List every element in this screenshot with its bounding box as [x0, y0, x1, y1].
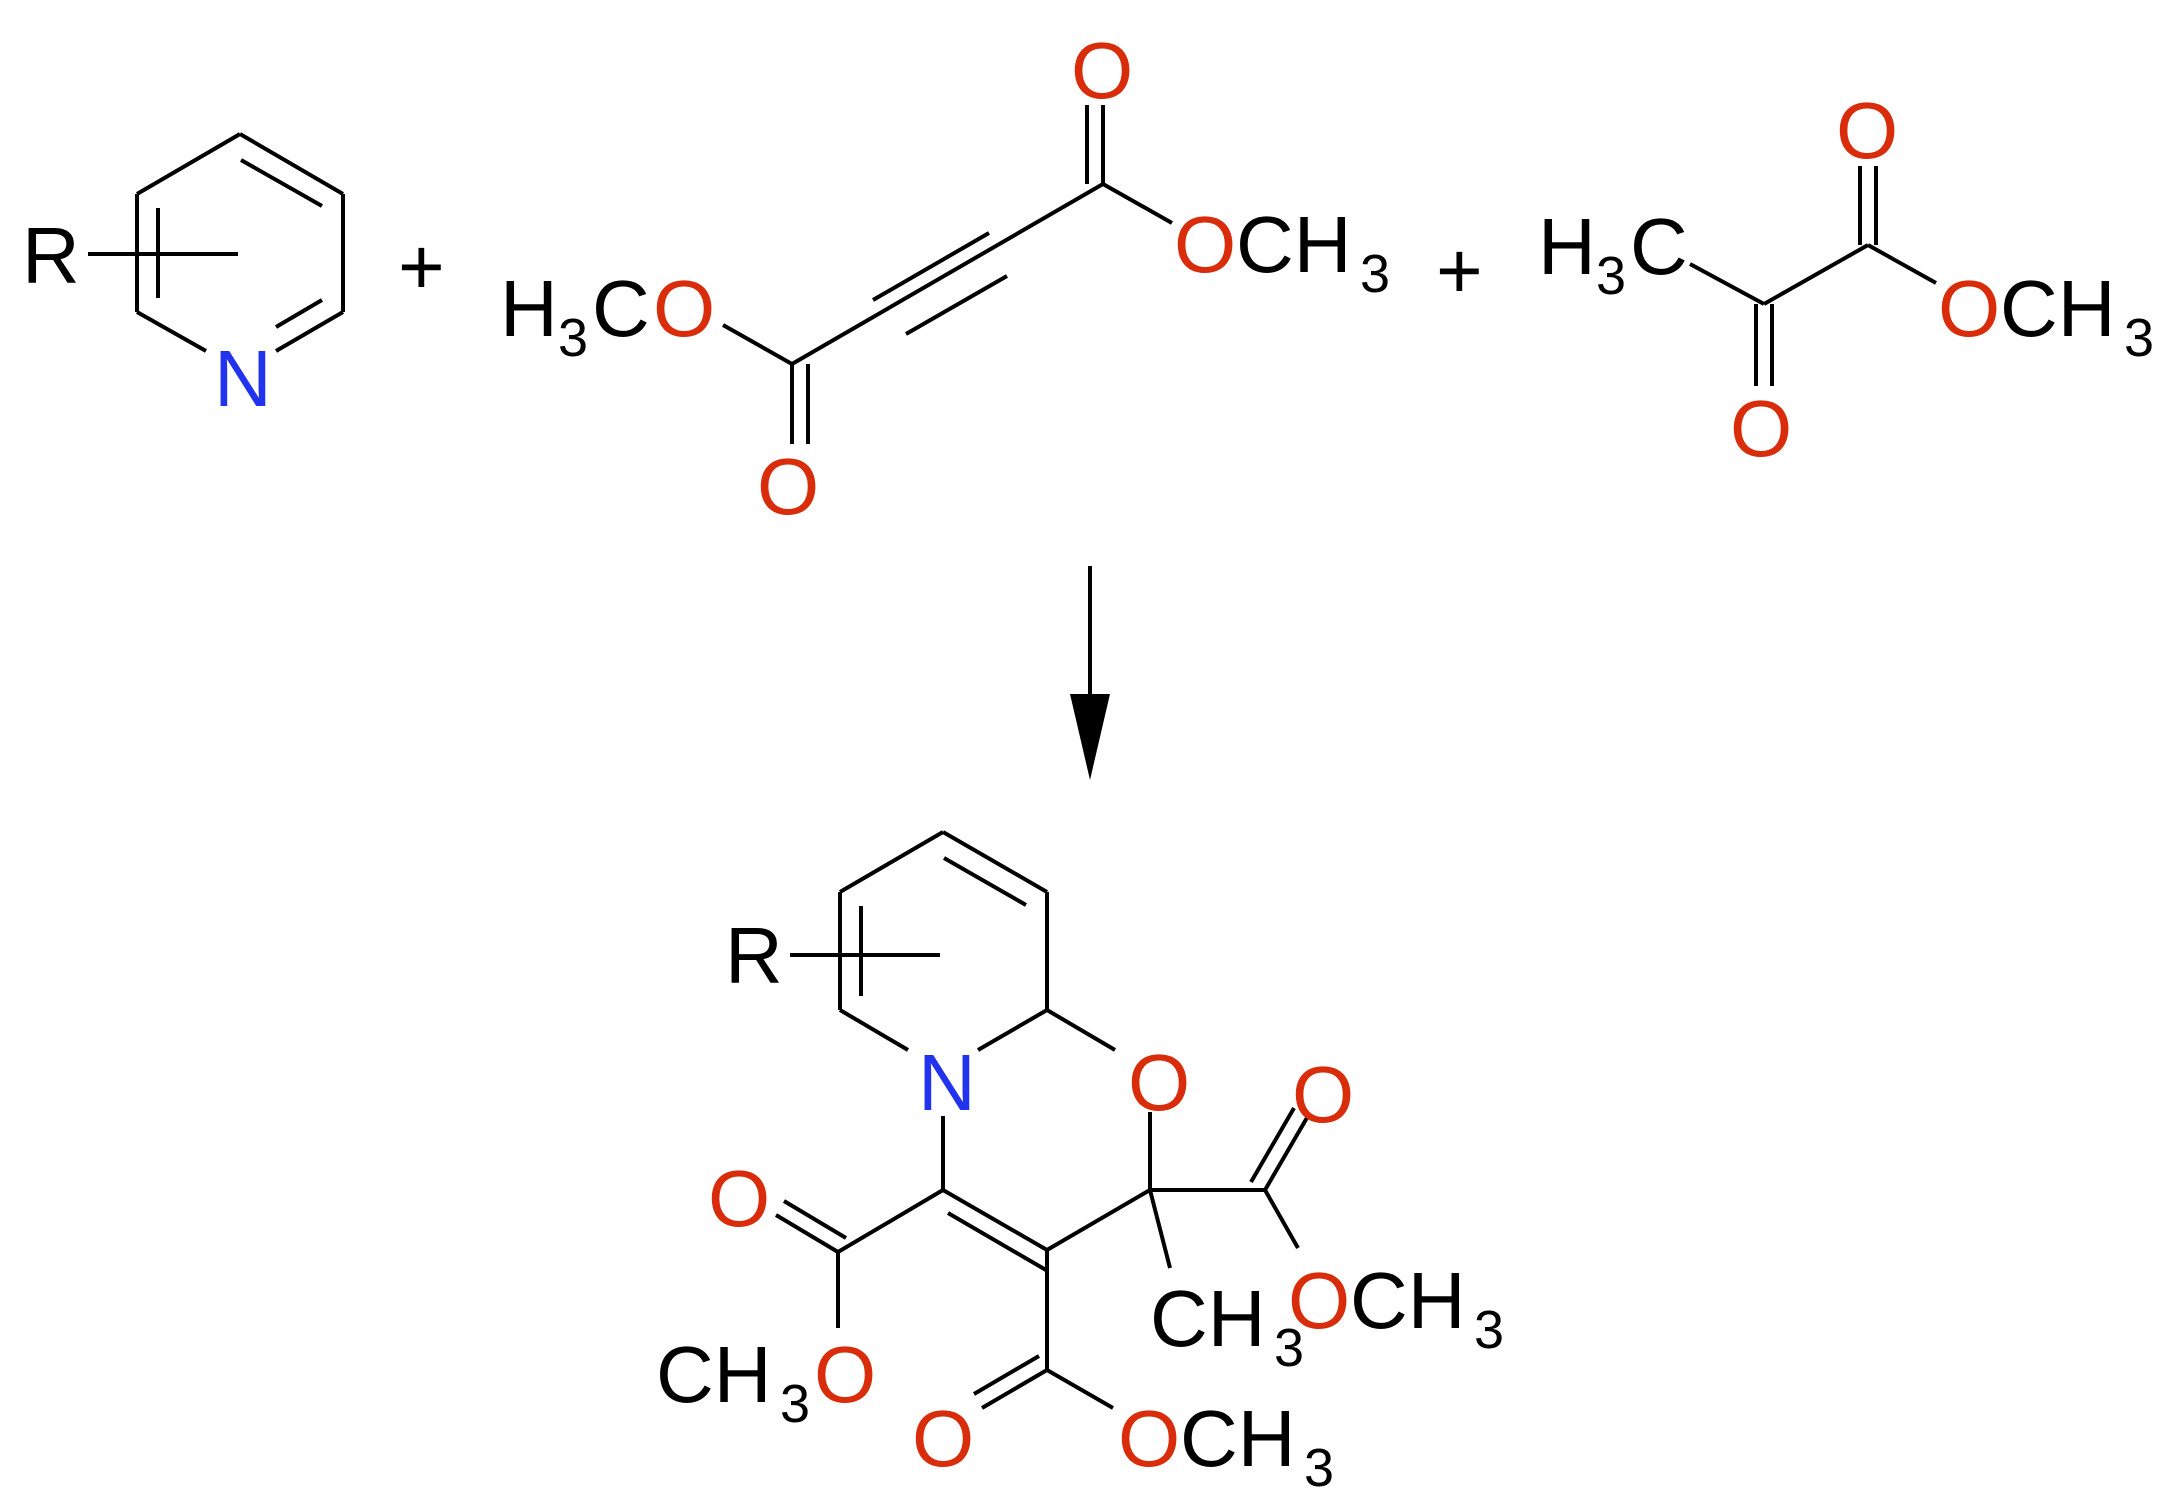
product-c3-methoxy: O CH 3 — [1118, 1394, 1334, 1498]
product-c3-carbonyl-o: O — [912, 1394, 974, 1483]
dmad-top-carbonyl-o: O — [1071, 26, 1133, 115]
product-c4-methyl-sub: 3 — [780, 1374, 810, 1434]
pyruvate-bonds — [1689, 166, 1937, 386]
pyruvate-methoxy-sub: 3 — [2124, 308, 2154, 368]
product-c2-methyl: CH 3 — [1150, 1274, 1304, 1378]
product-c2-ester-methyl: CH — [1350, 1256, 1466, 1345]
pyridine-reactant: R N — [22, 132, 345, 423]
dmad-bottom-h-sub: 3 — [558, 308, 588, 368]
dmad-top-ester-o: O — [1174, 200, 1236, 289]
plus-sign-1: + — [398, 222, 445, 311]
product-c4-carbonyl-o: O — [708, 1154, 770, 1243]
product-nitrogen: N — [918, 1038, 976, 1127]
dmad-reactant: O O CH 3 H 3 C O O — [500, 26, 1390, 531]
plus-sign-2: + — [1436, 226, 1483, 315]
pyruvate-ester-o: O — [1938, 264, 2000, 353]
dmad-bottom-ester-o: O — [653, 264, 715, 353]
product-c2-methyl-sub: 3 — [1274, 1318, 1304, 1378]
dmad-bottom-methoxy: H 3 C O — [500, 264, 715, 368]
dmad-bonds — [722, 105, 1173, 444]
pyridine-bonds — [88, 132, 345, 353]
product: R N O O O CH 3 CH 3 O CH 3 O O O CH 3 — [656, 830, 1504, 1498]
product-c2-methoxy: O CH 3 — [1288, 1256, 1504, 1360]
product-c4-ester-o: O — [814, 1330, 876, 1419]
pyruvate-methoxy: O CH 3 — [1938, 264, 2154, 368]
product-c3-ester-methyl-sub: 3 — [1304, 1438, 1334, 1498]
methyl-pyruvate-reactant: H 3 C O O O CH 3 — [1538, 86, 2154, 473]
pyruvate-ester-carbonyl-o: O — [1836, 86, 1898, 175]
pyridine-nitrogen-label: N — [214, 334, 272, 423]
dmad-bottom-c: C — [592, 264, 650, 353]
dmad-top-methoxy: O CH 3 — [1174, 200, 1390, 304]
product-ring-oxygen: O — [1128, 1038, 1190, 1127]
product-bonds — [774, 830, 1310, 1410]
pyruvate-methyl: H 3 C — [1538, 202, 1688, 306]
pyruvate-h-sub: 3 — [1596, 246, 1626, 306]
product-c2-methyl-ch: CH — [1150, 1274, 1266, 1363]
pyruvate-ketone-o: O — [1730, 384, 1792, 473]
reaction-arrow — [1070, 566, 1110, 780]
product-c4-methoxy: CH 3 O — [656, 1330, 876, 1434]
r-group-label: R — [22, 211, 80, 300]
product-c3-ester-methyl: CH — [1180, 1394, 1296, 1483]
dmad-bottom-carbonyl-o: O — [757, 442, 819, 531]
pyruvate-methoxy-methyl: CH — [2000, 264, 2116, 353]
product-c2-carbonyl-o: O — [1292, 1050, 1354, 1139]
dmad-top-methyl: CH — [1236, 200, 1352, 289]
product-c2-ester-methyl-sub: 3 — [1474, 1300, 1504, 1360]
product-c4-methyl: CH — [656, 1330, 772, 1419]
pyruvate-h: H — [1538, 202, 1596, 291]
dmad-bottom-h: H — [500, 264, 558, 353]
product-r-group: R — [725, 911, 783, 1000]
pyruvate-c: C — [1630, 202, 1688, 291]
dmad-top-methyl-sub: 3 — [1360, 244, 1390, 304]
product-c3-ester-o: O — [1118, 1394, 1180, 1483]
product-c2-ester-o: O — [1288, 1256, 1350, 1345]
